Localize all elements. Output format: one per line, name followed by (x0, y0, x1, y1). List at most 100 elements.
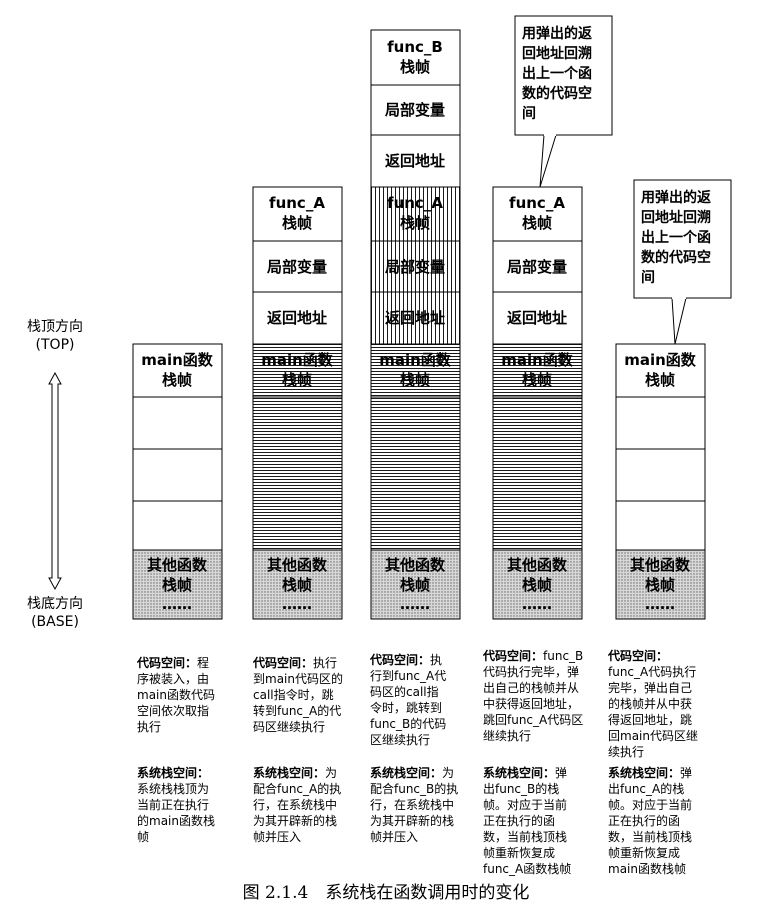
code-text: 执 行到func_A代 码区的call指 令时，跳转到 func_B的代码 区继… (370, 653, 447, 747)
callout-box (514, 15, 613, 136)
column-1-stack-desc: 系统栈空间： 系统栈栈顶为 当前正在执行 的main函数栈 帧 (137, 765, 215, 845)
code-label: 代码空间： (608, 649, 669, 663)
main-frame-sub: 栈帧 (645, 371, 675, 389)
axis-bottom-label: 栈底方向 (BASE) (0, 595, 110, 631)
code-label: 代码空间： (483, 649, 544, 663)
func-b-frame-box (370, 29, 461, 86)
main-frame-sub: 栈帧 (400, 371, 430, 389)
local-vars-box (492, 240, 583, 293)
callout-2: 用弹出的返 回地址回溯 出上一个函 数的代码空 间 (633, 179, 732, 345)
return-addr-box (252, 291, 343, 345)
func-a-title: func_A (387, 194, 443, 212)
code-text: func_A代码执行 完毕，弹出自己 的栈帧并从中获 得返回地址，跳 回main… (608, 665, 698, 759)
func-a-sub: 栈帧 (522, 214, 552, 232)
callout-pointer (671, 297, 687, 345)
stack-label: 系统栈空间： (608, 766, 681, 780)
other-frames-box (370, 549, 461, 620)
other-frames-ellipsis: …… (522, 595, 552, 613)
main-frame-title: main函数 (501, 351, 574, 369)
func-b-sub: 栈帧 (400, 58, 430, 76)
empty-slot (132, 396, 223, 450)
return-addr-b-label: 返回地址 (385, 152, 445, 170)
other-frames-ellipsis: …… (162, 595, 192, 613)
figure-caption: 图 2.1.4 系统栈在函数调用时的变化 (242, 883, 530, 903)
stack-label: 系统栈空间： (483, 766, 556, 780)
stack-label: 系统栈空间： (137, 766, 210, 780)
column-5-stack-desc: 系统栈空间：弹 出func_A的栈 帧。对应于当前 正在执行的函 数，当前栈顶栈… (608, 765, 692, 877)
local-vars-box (252, 240, 343, 293)
main-frame-sub: 栈帧 (282, 371, 312, 389)
main-frame-title: main函数 (379, 351, 452, 369)
stack-text: 为 配合func_A的执 行，在系统栈中 为其开辟新的栈 帧并压入 (253, 766, 342, 844)
column-3-code-desc: 代码空间：执 行到func_A代 码区的call指 令时，跳转到 func_B的… (370, 652, 446, 748)
main-frame-sub: 栈帧 (522, 371, 552, 389)
stack-column-4: func_A 栈帧 局部变量 返回地址 main函数 栈帧 其他函数 栈帧 …… (492, 186, 583, 620)
callout-line: 间 (522, 105, 536, 122)
column-5-code-desc: 代码空间： func_A代码执行 完毕，弹出自己 的栈帧并从中获 得返回地址，跳… (608, 648, 698, 760)
stack-column-5: main函数 栈帧 其他函数 栈帧 …… (615, 343, 706, 620)
callout-line: 数的代码空 (641, 249, 711, 266)
column-2-stack-desc: 系统栈空间：为 配合func_A的执 行，在系统栈中 为其开辟新的栈 帧并压入 (253, 765, 341, 845)
axis-bottom-sub: (BASE) (31, 614, 79, 630)
other-frames-ellipsis: …… (400, 595, 430, 613)
stack-direction-arrow (48, 371, 62, 591)
callout-line: 用弹出的返 (522, 25, 592, 42)
local-vars-label: 局部变量 (506, 258, 567, 276)
stack-diagram: main函数 栈帧 其他函数 栈帧 …… func_A 栈帧 局部变量 返回地址… (48, 15, 732, 620)
code-label: 代码空间： (137, 656, 198, 670)
stack-label: 系统栈空间： (253, 766, 326, 780)
empty-slot (615, 396, 706, 450)
other-frames-ellipsis: …… (645, 595, 675, 613)
main-frame-sub: 栈帧 (162, 371, 192, 389)
empty-slot (615, 500, 706, 551)
main-frame-title: main函数 (261, 351, 334, 369)
return-addr-label: 返回地址 (507, 309, 567, 327)
callout-line: 出上一个函 (522, 65, 592, 82)
callout-box (633, 179, 732, 299)
other-frames-box (252, 549, 343, 620)
callout-1: 用弹出的返 回地址回溯 出上一个函 数的代码空 间 (514, 15, 613, 188)
code-text: 程 序被装入，由 main函数代码 空间依次取指 执行 (137, 656, 215, 734)
stack-column-2: func_A 栈帧 局部变量 返回地址 main函数 栈帧 其他函数 栈帧 …… (252, 186, 343, 620)
column-1-code-desc: 代码空间：程 序被装入，由 main函数代码 空间依次取指 执行 (137, 655, 215, 735)
stack-text: 为 配合func_B的执 行，在系统栈中 为其开辟新的栈 帧并压入 (370, 766, 459, 844)
main-frame-box (370, 343, 461, 398)
column-3-stack-desc: 系统栈空间：为 配合func_B的执 行，在系统栈中 为其开辟新的栈 帧并压入 (370, 765, 458, 845)
other-frames-sub: 栈帧 (645, 576, 675, 594)
axis-top-label: 栈顶方向 (TOP) (0, 318, 110, 354)
callout-line: 间 (641, 269, 655, 286)
other-frames-title: 其他函数 (385, 556, 446, 574)
callout-line: 回地址回溯 (641, 209, 711, 226)
column-4-stack-desc: 系统栈空间：弹 出func_B的栈 帧。对应于当前 正在执行的函 数，当前栈顶栈… (483, 765, 571, 877)
empty-slot (615, 448, 706, 502)
func-b-title: func_B (387, 38, 443, 56)
other-frames-sub: 栈帧 (162, 576, 192, 594)
local-vars-b-label: 局部变量 (384, 101, 445, 119)
axis-top-title: 栈顶方向 (27, 319, 83, 335)
other-frames-sub: 栈帧 (522, 576, 552, 594)
other-frames-title: 其他函数 (267, 556, 328, 574)
empty-slot (132, 500, 223, 551)
return-addr-label: 返回地址 (385, 309, 445, 327)
main-frame-box (492, 343, 583, 398)
column-4-code-desc: 代码空间：func_B 代码执行完毕，弹 出自己的栈帧并从 中获得返回地址， 跳… (483, 648, 583, 744)
axis-top-sub: (TOP) (35, 337, 75, 353)
other-frames-sub: 栈帧 (282, 576, 312, 594)
empty-slot (132, 448, 223, 502)
main-frame-title: main函数 (141, 351, 214, 369)
func-a-title: func_A (509, 194, 565, 212)
main-frame-box (252, 343, 343, 398)
hatched-func-a-region (370, 186, 461, 345)
local-vars-label: 局部变量 (266, 258, 327, 276)
column-2-code-desc: 代码空间：执行 到main代码区的 call指令时，跳 转到func_A的代 码… (253, 655, 343, 735)
main-frame-box (132, 343, 223, 398)
return-addr-label: 返回地址 (267, 309, 327, 327)
stack-text: 弹 出func_B的栈 帧。对应于当前 正在执行的函 数，当前栈顶栈 帧重新恢复… (483, 766, 572, 876)
other-frames-title: 其他函数 (507, 556, 568, 574)
callout-pointer (539, 134, 557, 188)
return-addr-b-box (370, 134, 461, 188)
other-frames-box (615, 549, 706, 620)
func-a-title: func_A (269, 194, 325, 212)
other-frames-box (132, 549, 223, 620)
func-a-frame-box (252, 186, 343, 242)
